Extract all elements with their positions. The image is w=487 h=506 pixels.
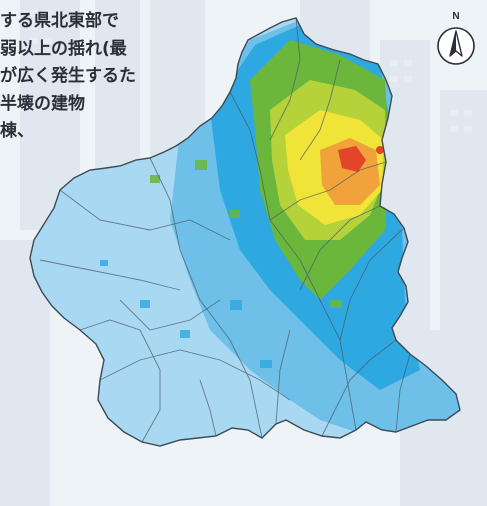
caption-line-2: 弱以上の揺れ(最: [0, 38, 127, 59]
intensity-zone-7-red: [338, 146, 366, 172]
north-label: N: [452, 11, 459, 22]
municipal-boundaries: [39, 17, 411, 443]
caption-line-1: する県北東部で: [0, 11, 119, 31]
caption-line-3: が広く発生するた: [0, 66, 136, 86]
north-arrow-icon: N: [437, 11, 475, 65]
caption-text: する県北東部で 弱以上の揺れ(最 が広く発生するた 半壊の建物 棟、: [0, 8, 220, 146]
caption-line-5: 棟、: [0, 121, 34, 141]
intensity-zone-7-orange: [320, 138, 380, 205]
caption-line-4: 半壊の建物: [0, 93, 85, 114]
